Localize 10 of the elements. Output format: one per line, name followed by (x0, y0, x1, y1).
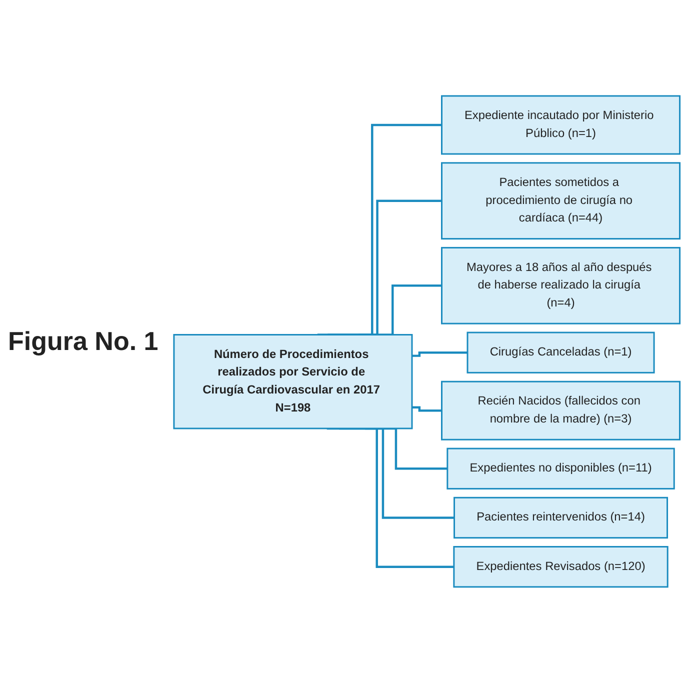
process-box: Cirugías Canceladas (n=1) (467, 332, 656, 374)
figure-label: Figura No. 1 (8, 326, 158, 357)
process-box: Pacientes sometidos a procedimiento de cirugía no cardíaca (n=44) (441, 162, 681, 240)
process-box: Número de Procedimientos realizados por Servicio de Cirugía Cardiovascular en 2017 N=198 (173, 334, 413, 430)
process-box: Mayores a 18 años al año después de haberse realizado la cirugía (n=4) (441, 247, 681, 324)
process-box: Pacientes reintervenidos (n=14) (454, 496, 668, 539)
process-box: Expedientes no disponibles (n=11) (446, 448, 676, 490)
process-box: Recién Nacidos (fallecidos con nombre de la madre) (n=3) (441, 380, 681, 440)
process-box: Expedientes Revisados (n=120) (453, 546, 669, 588)
process-box: Expediente incautado por Ministerio Público (n=1) (441, 95, 681, 155)
